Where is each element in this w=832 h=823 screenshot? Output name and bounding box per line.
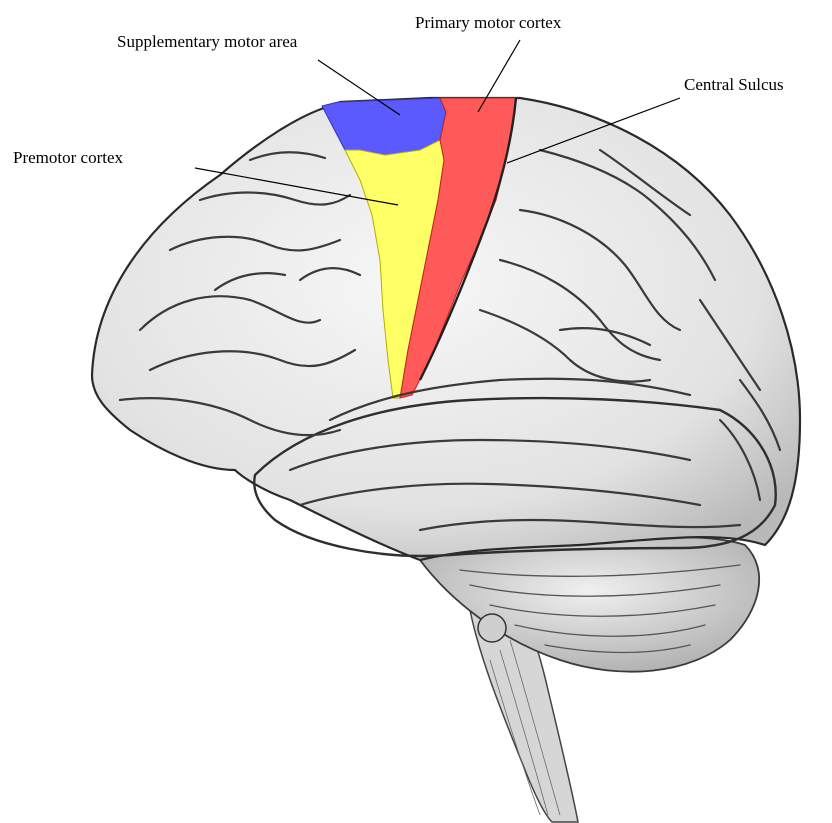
label-central-sulcus: Central Sulcus (684, 75, 784, 94)
label-premotor-cortex: Premotor cortex (13, 148, 123, 167)
pons-knob (478, 614, 506, 642)
label-primary-motor-cortex: Primary motor cortex (415, 13, 562, 32)
label-supplementary-motor-area: Supplementary motor area (117, 32, 298, 51)
